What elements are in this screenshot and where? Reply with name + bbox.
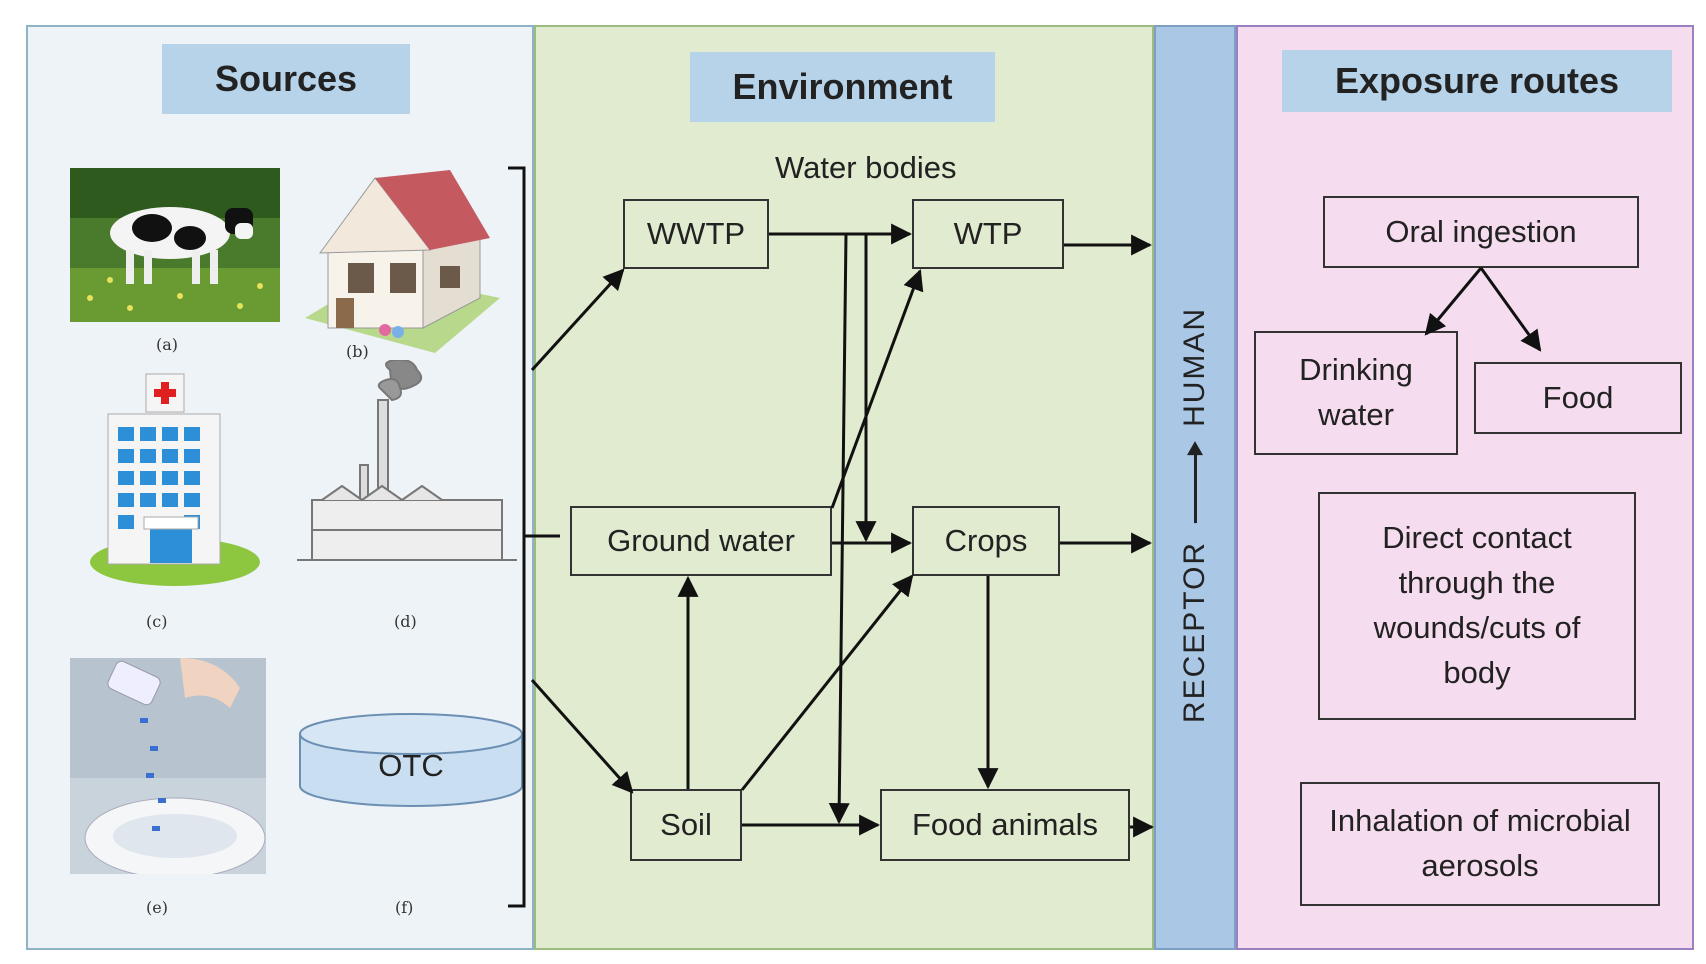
arrow-oral-to-drinking-water bbox=[1424, 267, 1483, 336]
otc-cylinder bbox=[299, 713, 523, 807]
environment-title: Environment bbox=[690, 52, 995, 122]
exposure-panel bbox=[1236, 25, 1694, 950]
exposure-title: Exposure routes bbox=[1282, 50, 1672, 112]
sources-title: Sources bbox=[162, 44, 410, 114]
caption-a: (a) bbox=[156, 335, 179, 354]
house-image bbox=[305, 170, 500, 353]
caption-d: (d) bbox=[394, 612, 417, 631]
wtp-box: WTP bbox=[912, 199, 1064, 269]
arrow-soil-to-crops bbox=[740, 574, 914, 791]
food-box: Food bbox=[1474, 362, 1682, 434]
caption-b: (b) bbox=[346, 342, 369, 361]
arrow-oral-to-food bbox=[1479, 267, 1542, 352]
wwtp-box: WWTP bbox=[623, 199, 769, 269]
ground-water-box: Ground water bbox=[570, 506, 832, 576]
inhalation-box: Inhalation of microbial aerosols bbox=[1300, 782, 1660, 906]
otc-label: OTC bbox=[378, 748, 444, 783]
cow-image bbox=[70, 168, 280, 322]
caption-e: (e) bbox=[146, 898, 168, 917]
water-bodies-label: Water bodies bbox=[775, 150, 957, 185]
crops-box: Crops bbox=[912, 506, 1060, 576]
oral-ingestion-box: Oral ingestion bbox=[1323, 196, 1639, 268]
source-brace bbox=[508, 166, 526, 908]
arrow-brace-to-soil bbox=[530, 679, 634, 794]
caption-c: (c) bbox=[146, 612, 168, 631]
arrow-groundwater-to-wtp bbox=[830, 269, 924, 509]
toilet-pills-image bbox=[70, 658, 266, 874]
factory-image bbox=[297, 360, 517, 561]
caption-f: (f) bbox=[395, 898, 414, 917]
drinking-water-box: Drinking water bbox=[1254, 331, 1458, 455]
soil-box: Soil bbox=[630, 789, 742, 861]
hospital-image bbox=[90, 373, 260, 586]
arrow-wwtp-down-to-food-animals bbox=[828, 233, 850, 825]
direct-contact-box: Direct contact through the wounds/cuts o… bbox=[1318, 492, 1636, 720]
food-animals-box: Food animals bbox=[880, 789, 1130, 861]
arrow-brace-to-wwtp bbox=[530, 268, 625, 372]
